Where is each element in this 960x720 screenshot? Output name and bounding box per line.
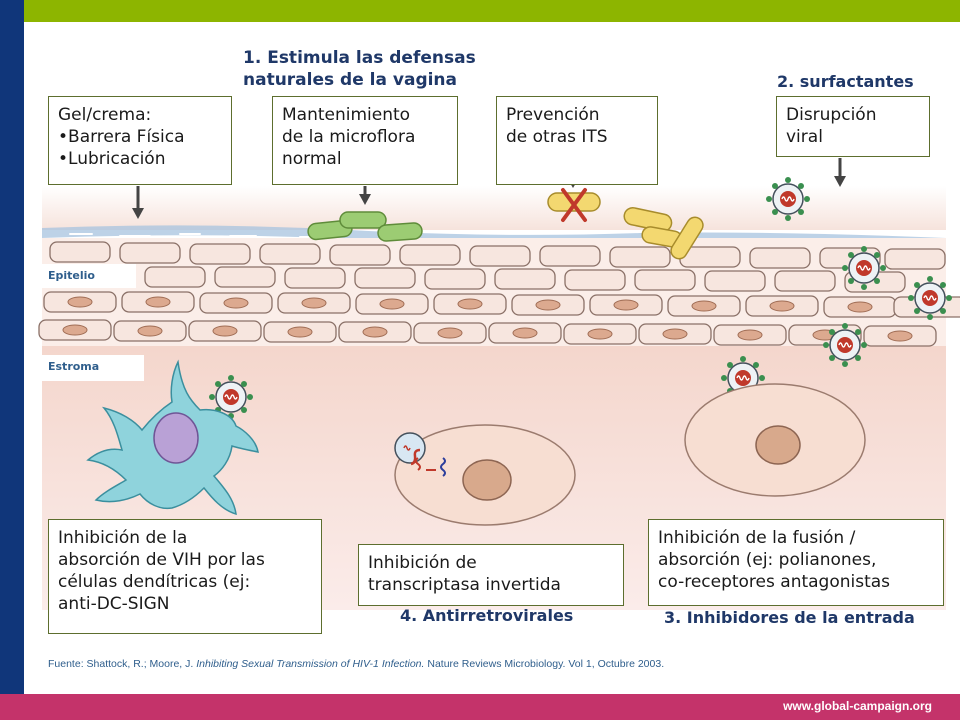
heading-entry-inhibitors: 3. Inhibidores de la entrada xyxy=(664,608,915,627)
top-bar xyxy=(0,0,960,22)
box-reverse-transcriptase: Inhibición de transcriptasa invertida xyxy=(358,544,624,606)
box-viral-disruption: Disrupción viral xyxy=(776,96,930,157)
dendritic-cell-icon xyxy=(86,359,259,516)
box-viral-disruption-line: viral xyxy=(786,127,823,147)
box-rt-line: transcriptasa invertida xyxy=(368,575,561,595)
website-url: www.global-campaign.org xyxy=(783,699,932,713)
heading-stimulates-defenses-line1: 1. Estimula las defensas xyxy=(243,48,476,68)
box-microflora-line: normal xyxy=(282,149,342,169)
label-epithelium: Epitelio xyxy=(42,264,136,288)
lactobacillus-icon xyxy=(307,211,423,242)
citation-prefix: Fuente: Shattock, R.; Moore, J. xyxy=(48,658,197,670)
box-dendritic-line: células dendítricas (ej: xyxy=(58,572,251,592)
box-microflora-line: de la microflora xyxy=(282,127,416,147)
box-dendritic-inhibition: Inhibición de la absorción de VIH por la… xyxy=(48,519,322,634)
heading-surfactants: 2. surfactantes xyxy=(777,72,914,91)
box-gel-cream-line: •Barrera Física xyxy=(58,127,185,147)
heading-antiretrovirals: 4. Antirretrovirales xyxy=(400,606,574,625)
box-fusion-line: Inhibición de la fusión / xyxy=(658,528,856,548)
bottom-bar xyxy=(0,694,960,720)
box-dendritic-line: absorción de VIH por las xyxy=(58,550,265,570)
citation-title: Inhibiting Sexual Transmission of HIV-1 … xyxy=(196,658,425,670)
target-cell-left xyxy=(394,424,576,526)
box-gel-cream-line: Gel/crema: xyxy=(58,105,152,125)
source-citation: Fuente: Shattock, R.; Moore, J. Inhibiti… xyxy=(48,658,664,670)
target-cell-right xyxy=(684,383,866,497)
left-bar xyxy=(0,0,24,720)
box-fusion-line: co-receptores antagonistas xyxy=(658,572,891,592)
virus-fusing-icon xyxy=(394,432,446,477)
citation-suffix: Nature Reviews Microbiology. Vol 1, Octu… xyxy=(424,658,665,670)
box-rt-line: Inhibición de xyxy=(368,553,477,573)
box-viral-disruption-line: Disrupción xyxy=(786,105,877,125)
box-gel-cream: Gel/crema: •Barrera Física •Lubricación xyxy=(48,96,232,185)
box-fusion-inhibition: Inhibición de la fusión / absorción (ej:… xyxy=(648,519,944,606)
box-dendritic-line: anti-DC-SIGN xyxy=(58,594,170,614)
box-other-sti-prevention: Prevención de otras ITS xyxy=(496,96,658,185)
heading-stimulates-defenses-line2: naturales de la vagina xyxy=(243,70,458,90)
box-other-sti-line: de otras ITS xyxy=(506,127,608,147)
box-microflora: Mantenimiento de la microflora normal xyxy=(272,96,458,185)
inhibit-x-icon xyxy=(561,188,587,222)
box-gel-cream-line: •Lubricación xyxy=(58,149,166,169)
box-microflora-line: Mantenimiento xyxy=(282,105,411,125)
box-dendritic-line: Inhibición de la xyxy=(58,528,188,548)
box-other-sti-line: Prevención xyxy=(506,105,600,125)
box-fusion-line: absorción (ej: polianones, xyxy=(658,550,877,570)
label-stroma: Estroma xyxy=(42,355,144,381)
